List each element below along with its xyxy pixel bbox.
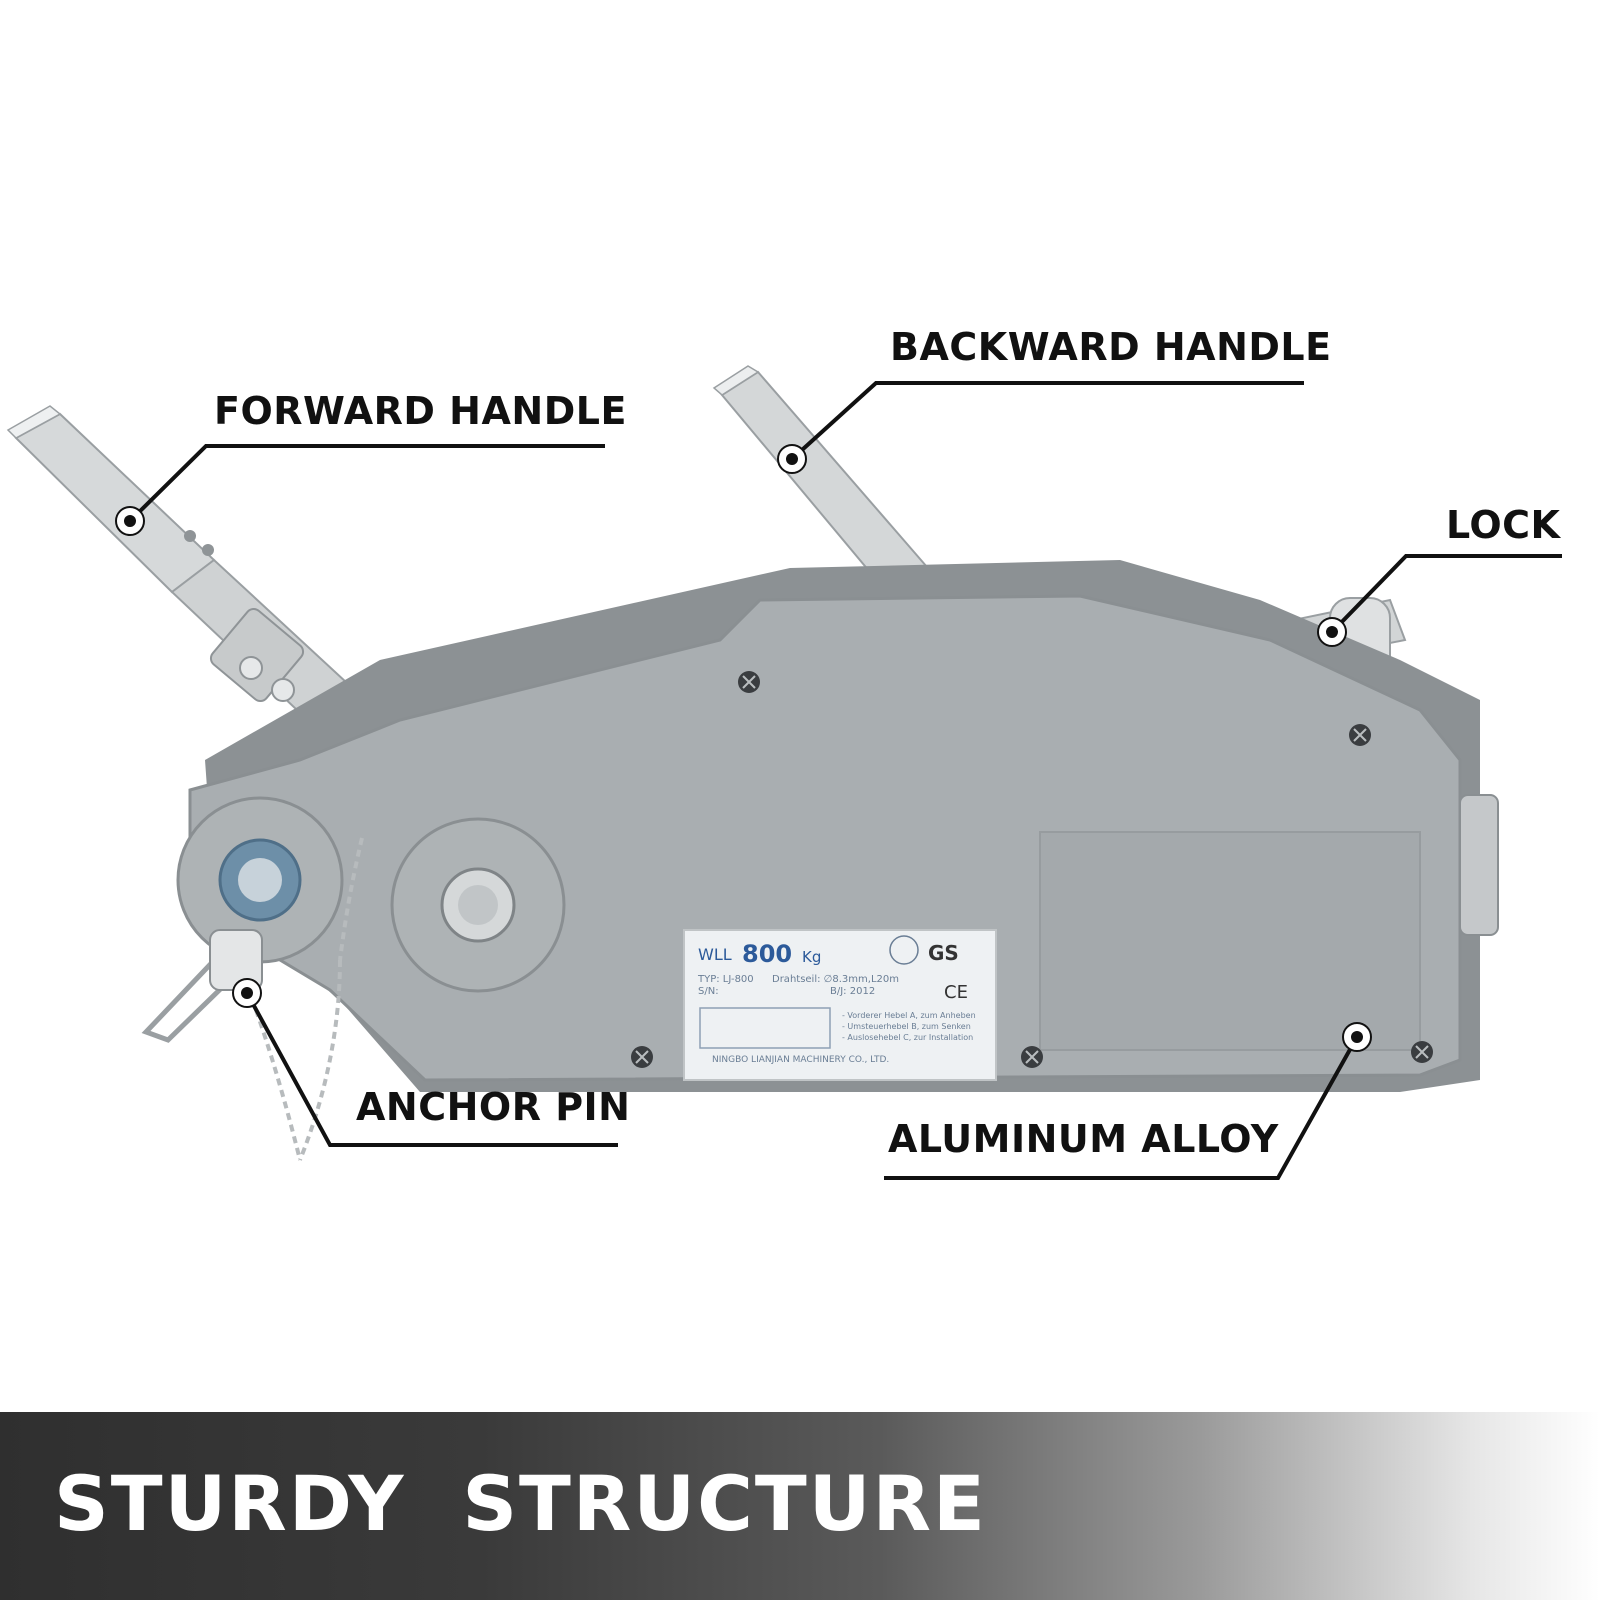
callout-forward-handle: FORWARD HANDLE bbox=[214, 389, 627, 433]
wire-line: Drahtseil: ∅8.3mm,L20m bbox=[772, 974, 899, 985]
instruction-b: - Umsteuerhebel B, zum Senken bbox=[842, 1022, 971, 1031]
forward-handle-leader bbox=[127, 444, 605, 524]
bottom-banner bbox=[0, 1412, 1600, 1600]
diagram-sketch bbox=[699, 1007, 831, 1049]
ce-mark: CE bbox=[944, 982, 968, 1003]
callout-lines bbox=[127, 381, 1562, 1180]
callout-aluminum-alloy: ALUMINUM ALLOY bbox=[888, 1117, 1279, 1161]
instruction-c: - Auslosehebel C, zur Installation bbox=[842, 1033, 973, 1042]
instruction-a: - Vorderer Hebel A, zum Anheben bbox=[842, 1011, 976, 1020]
wll-unit: Kg bbox=[802, 948, 821, 966]
lock-leader bbox=[1329, 554, 1562, 635]
backward-handle-leader bbox=[789, 381, 1304, 462]
type-line: TYP: LJ-800 bbox=[697, 974, 754, 985]
banner-title: STURDY STRUCTURE bbox=[54, 1459, 987, 1548]
warning-triangle-icon bbox=[889, 935, 919, 965]
callout-lock: LOCK bbox=[1446, 503, 1561, 547]
wll-value: 800 bbox=[742, 940, 792, 968]
callout-anchor-pin: ANCHOR PIN bbox=[356, 1085, 631, 1129]
manufacturer: NINGBO LIANJIAN MACHINERY CO., LTD. bbox=[712, 1055, 889, 1065]
nameplate: WLL 800 Kg TYP: LJ-800 S/N: Drahtseil: ∅… bbox=[683, 929, 997, 1081]
wll-label: WLL bbox=[698, 945, 732, 964]
aluminum-alloy-leader bbox=[884, 1034, 1360, 1180]
callout-backward-handle: BACKWARD HANDLE bbox=[890, 325, 1332, 369]
anchor-pin bbox=[141, 837, 364, 1161]
anchor-pin-leader bbox=[244, 990, 618, 1147]
sn-line: S/N: bbox=[698, 986, 719, 997]
date-line: B/J: 2012 bbox=[830, 986, 875, 997]
gs-mark: GS bbox=[928, 941, 959, 965]
housing bbox=[176, 560, 1499, 1092]
callout-dots bbox=[115, 444, 1372, 1052]
